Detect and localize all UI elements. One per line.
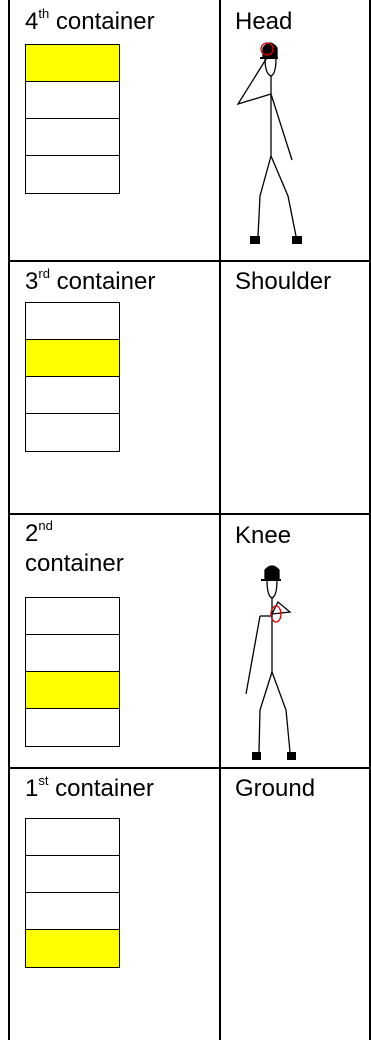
container-word-line: container bbox=[25, 550, 124, 578]
position-label: Ground bbox=[235, 775, 315, 803]
row-divider-3 bbox=[8, 767, 371, 769]
ordinal-suffix: nd bbox=[38, 518, 52, 533]
table-border-left bbox=[8, 0, 10, 1040]
container-label: 1st container bbox=[25, 775, 154, 806]
stack-box-highlighted bbox=[26, 340, 119, 377]
stack-box-highlighted bbox=[26, 930, 119, 967]
position-label: Shoulder bbox=[235, 268, 331, 296]
table-border-middle bbox=[219, 0, 221, 1040]
stack-box bbox=[26, 635, 119, 672]
stick-figure-touching-shoulder bbox=[232, 562, 312, 767]
container-word: container bbox=[57, 268, 156, 295]
container-number: 3 bbox=[25, 268, 38, 295]
stack-box bbox=[26, 119, 119, 156]
stack-box bbox=[26, 303, 119, 340]
container-number: 1 bbox=[25, 775, 38, 802]
position-label: Head bbox=[235, 8, 292, 36]
stack-box bbox=[26, 156, 119, 193]
stack-box-highlighted bbox=[26, 672, 119, 709]
container-word: container bbox=[55, 775, 154, 802]
container-stack bbox=[25, 818, 120, 968]
stack-box bbox=[26, 709, 119, 746]
stack-box bbox=[26, 856, 119, 893]
ordinal-suffix: st bbox=[38, 773, 48, 788]
ordinal-suffix: th bbox=[38, 6, 49, 21]
stack-box-highlighted bbox=[26, 45, 119, 82]
position-label: Knee bbox=[235, 522, 291, 550]
container-label: 4th container bbox=[25, 8, 155, 39]
row-divider-2 bbox=[8, 513, 371, 515]
stack-box bbox=[26, 377, 119, 414]
stack-box bbox=[26, 598, 119, 635]
stick-figure-touching-head bbox=[230, 36, 320, 251]
container-label: 2nd bbox=[25, 520, 53, 551]
stack-box bbox=[26, 893, 119, 930]
container-stack bbox=[25, 44, 120, 194]
stack-box bbox=[26, 819, 119, 856]
container-word: container bbox=[56, 8, 155, 35]
container-stack bbox=[25, 302, 120, 452]
container-number: 4 bbox=[25, 8, 38, 35]
stack-box bbox=[26, 414, 119, 451]
container-label: 3rd container bbox=[25, 268, 155, 299]
ordinal-suffix: rd bbox=[38, 266, 50, 281]
container-number: 2 bbox=[25, 520, 38, 547]
container-stack bbox=[25, 597, 120, 747]
row-divider-1 bbox=[8, 260, 371, 262]
stack-box bbox=[26, 82, 119, 119]
